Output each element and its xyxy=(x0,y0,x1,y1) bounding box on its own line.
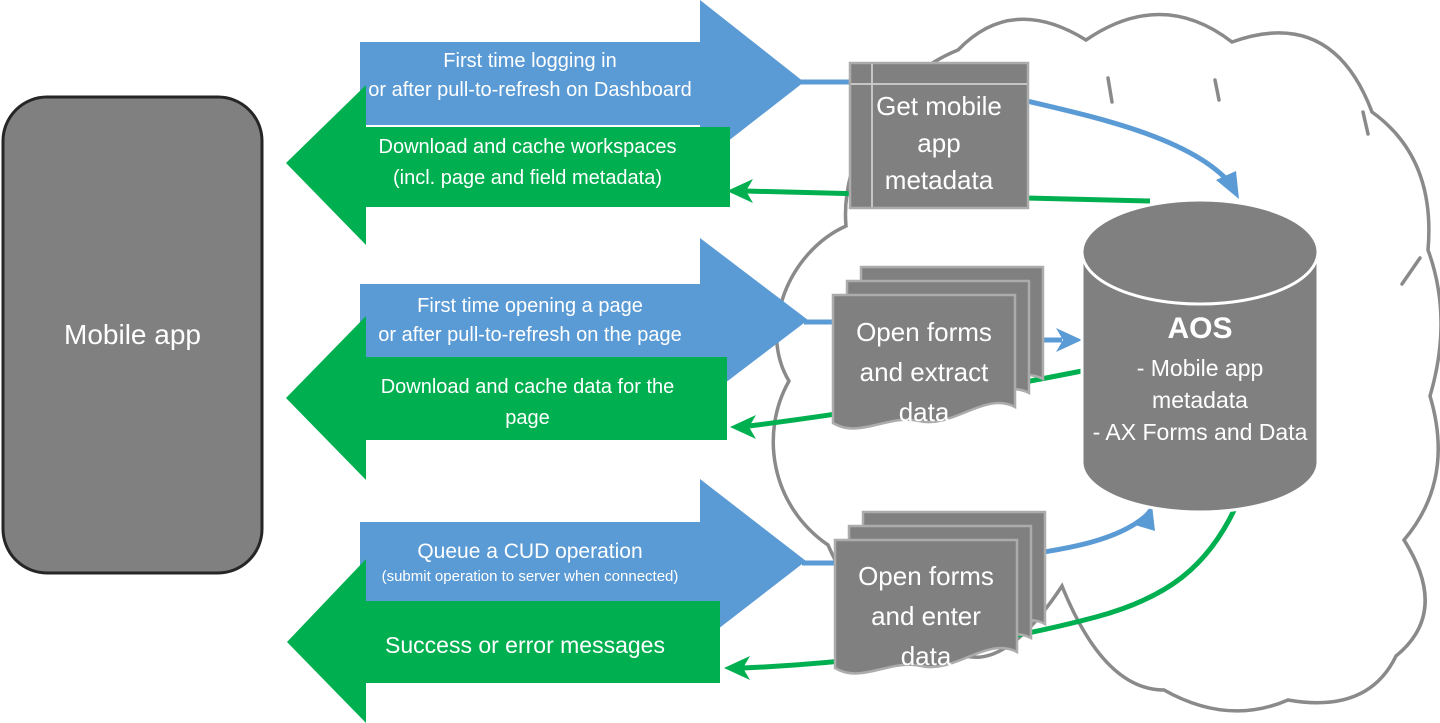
cylinder-top xyxy=(1080,198,1320,306)
cylinder-body xyxy=(1080,250,1320,514)
database-cylinder xyxy=(1080,198,1320,514)
response-arrows xyxy=(286,85,730,723)
document-stack-enter xyxy=(833,510,1047,675)
request-arrow-1 xyxy=(360,0,804,163)
process-box-metadata xyxy=(848,61,1030,210)
request-arrows xyxy=(360,0,852,643)
mobile-app-box xyxy=(1,95,264,575)
document-stack-extract xyxy=(831,265,1045,430)
cloud-notch-tick xyxy=(1106,76,1114,104)
request-arrow-3 xyxy=(360,479,806,643)
request-arrow-2 xyxy=(360,238,808,402)
response-arrow-3 xyxy=(287,559,720,723)
cloud-notch-tick xyxy=(1213,78,1221,102)
arrowhead-blue-right-icon xyxy=(1056,328,1082,352)
arrowhead-green-left-icon xyxy=(724,656,750,680)
response-arrow-1 xyxy=(286,85,730,245)
response-arrow-2 xyxy=(286,316,727,480)
connector-blue-metadata-to-aos xyxy=(1026,98,1236,190)
cloud-notch-tick xyxy=(1361,110,1370,136)
cloud-notch-tick xyxy=(1400,256,1422,286)
arrowhead-green-left-icon xyxy=(730,415,756,439)
arrowhead-blue-up-icon xyxy=(1135,505,1155,531)
arrowhead-blue-down-icon xyxy=(1216,171,1239,199)
arrowhead-green-left-icon xyxy=(727,179,753,203)
document-sheet xyxy=(833,538,1019,675)
document-sheet xyxy=(831,293,1017,430)
